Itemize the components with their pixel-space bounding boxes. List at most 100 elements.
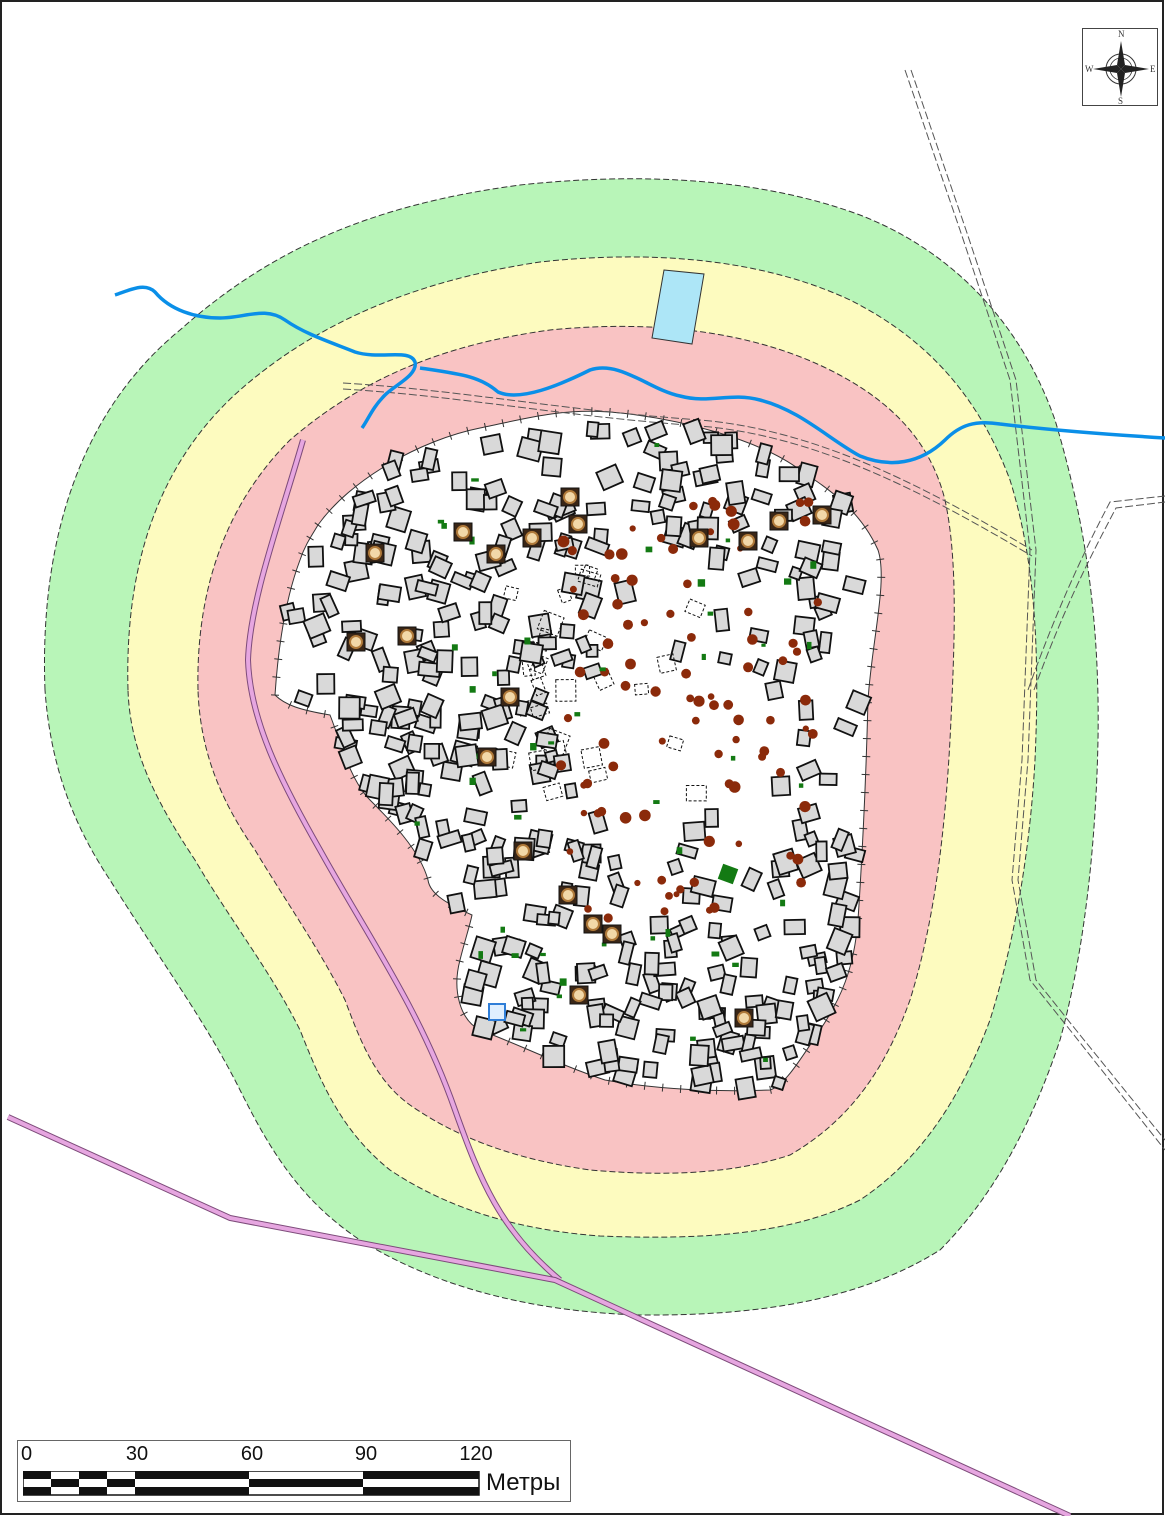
- building: [845, 689, 873, 717]
- tree: [639, 809, 651, 822]
- tree: [714, 749, 723, 759]
- fence-tick: [367, 472, 373, 480]
- shrub: [697, 579, 706, 587]
- tree: [807, 729, 818, 739]
- building: [813, 955, 828, 976]
- building: [682, 820, 707, 842]
- building: [529, 702, 551, 719]
- building: [698, 463, 722, 485]
- building: [409, 466, 430, 484]
- tree: [597, 806, 607, 817]
- fence-tick: [279, 622, 288, 625]
- tree: [580, 809, 588, 817]
- building: [820, 539, 843, 556]
- building: [548, 1030, 568, 1049]
- building: [392, 706, 420, 729]
- fence-tick: [869, 647, 878, 650]
- tree: [733, 714, 744, 726]
- tree: [610, 574, 620, 583]
- building: [462, 864, 480, 886]
- tree: [727, 518, 740, 531]
- tree: [799, 801, 811, 813]
- tree: [724, 779, 734, 789]
- fence-tick: [519, 415, 522, 424]
- tree: [792, 647, 802, 656]
- scale-bar: 0 30 60 90 120 Метры: [17, 1440, 571, 1502]
- tree: [792, 853, 804, 865]
- scale-label-60: 60: [240, 1443, 264, 1465]
- building: [649, 915, 669, 935]
- fence-tick: [876, 558, 885, 561]
- building: [527, 612, 553, 639]
- fence-tick: [455, 959, 464, 963]
- building: [755, 556, 780, 574]
- building: [480, 703, 510, 731]
- tree: [709, 499, 721, 511]
- building: [588, 766, 609, 784]
- landmark-ring: [489, 547, 503, 561]
- fence-tick: [769, 1085, 772, 1094]
- tree: [776, 767, 785, 777]
- fence-tick: [432, 890, 439, 897]
- blue-marker: [488, 1003, 506, 1021]
- building: [536, 759, 561, 781]
- tree: [786, 851, 795, 860]
- building: [460, 656, 479, 677]
- fence-tick: [679, 1084, 682, 1094]
- building: [580, 746, 604, 769]
- tree: [563, 714, 573, 723]
- building: [316, 673, 336, 695]
- building: [416, 645, 439, 664]
- fence-tick: [272, 676, 281, 678]
- tree: [795, 498, 805, 508]
- building: [795, 758, 823, 783]
- fence-tick: [464, 908, 469, 917]
- tree: [616, 548, 628, 560]
- tree: [686, 694, 695, 703]
- building: [739, 956, 759, 979]
- building: [559, 623, 576, 640]
- tree: [584, 905, 592, 913]
- building: [710, 434, 734, 457]
- tree: [665, 892, 673, 900]
- tree: [567, 546, 577, 556]
- building: [752, 657, 770, 677]
- building: [750, 487, 773, 506]
- tree: [673, 891, 680, 898]
- building: [555, 678, 577, 702]
- building: [405, 771, 420, 795]
- shrub: [650, 936, 656, 941]
- fence-tick: [298, 552, 307, 557]
- tree: [650, 686, 661, 697]
- fence-tick: [573, 1065, 578, 1074]
- tree: [634, 879, 641, 887]
- building: [657, 492, 678, 512]
- building: [435, 649, 454, 674]
- tree: [744, 607, 753, 617]
- landmark-ring: [561, 888, 575, 902]
- building: [706, 963, 727, 982]
- fence-tick: [607, 1076, 611, 1085]
- landmark-ring: [368, 546, 382, 560]
- building: [341, 619, 363, 634]
- building: [319, 593, 340, 619]
- compass-north-label: N: [1118, 29, 1125, 39]
- fence-tick: [747, 439, 752, 448]
- fence-tick: [396, 829, 404, 836]
- fence-tick: [274, 658, 283, 661]
- fence-tick: [330, 724, 339, 729]
- building: [381, 665, 399, 684]
- fence-tick: [865, 683, 874, 686]
- tree: [620, 680, 631, 691]
- river: [114, 285, 1165, 465]
- building: [817, 630, 833, 655]
- landmark-ring: [456, 525, 470, 539]
- tree: [735, 840, 743, 848]
- fence-tick: [323, 710, 326, 719]
- fence-tick: [460, 1011, 468, 1017]
- fence-tick: [407, 843, 415, 850]
- building: [329, 532, 347, 551]
- building: [535, 961, 551, 985]
